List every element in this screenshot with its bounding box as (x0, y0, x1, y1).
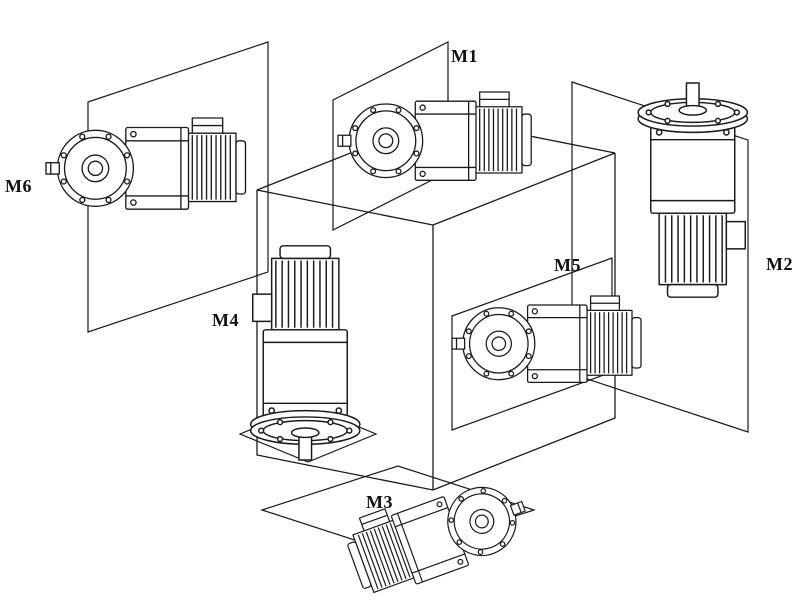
mounting-plane-m1 (332, 41, 449, 231)
label-m2: M2 (766, 254, 793, 274)
gearmotor-m5-drawing (451, 295, 642, 384)
gearmotor-m1-drawing (337, 91, 532, 181)
gearmotor-m3-drawing (339, 463, 537, 603)
label-m5: M5 (554, 255, 581, 275)
mounting-plane-m3 (260, 465, 536, 555)
label-m1: M1 (451, 46, 478, 66)
label-m3: M3 (366, 492, 393, 512)
mounting-plane-m6 (87, 41, 269, 333)
gearmotor-m4-drawing (249, 245, 361, 461)
label-m6: M6 (5, 176, 32, 196)
gearmotor-m6-drawing (45, 117, 247, 210)
gearmotor-m2-drawing (637, 82, 749, 298)
label-m4: M4 (212, 310, 239, 330)
